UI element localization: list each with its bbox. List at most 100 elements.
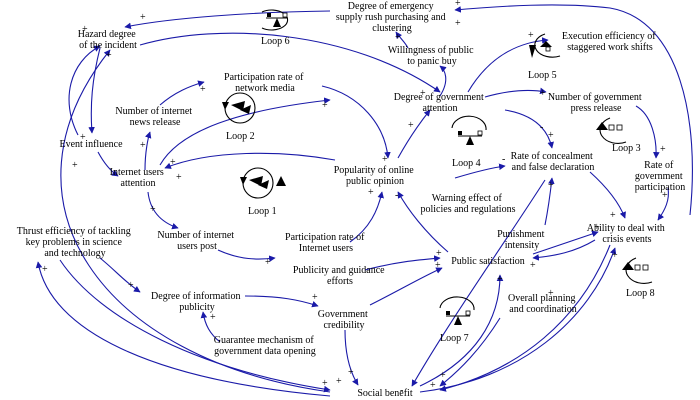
polarity-sign: +: [530, 260, 536, 271]
polarity-sign: +: [140, 12, 146, 23]
edge-crisis-to-satisfaction: [532, 239, 596, 261]
edge-hazard-to-event: [88, 47, 101, 134]
edge-panic-to-emergency: [395, 31, 409, 49]
loop-label: Loop 6: [261, 36, 290, 47]
polarity-sign: +: [368, 187, 374, 198]
polarity-sign: +: [497, 274, 503, 285]
polarity-sign: +: [435, 260, 441, 271]
polarity-sign: +: [420, 88, 426, 99]
polarity-sign: +: [660, 144, 666, 155]
polarity-sign: +: [322, 100, 328, 111]
edge-guarantee-to-info-publicity: [200, 311, 221, 343]
edge-users-attention-to-social: [159, 97, 331, 166]
loop-4: Loop 4: [451, 115, 487, 169]
edges: [35, 4, 693, 397]
edge-concealment-to-social: [411, 179, 546, 387]
edge-hazard-to-gov-attention: [139, 32, 441, 93]
loop-label: Loop 2: [226, 131, 255, 142]
edge-popularity-to-users-attention: [164, 152, 336, 169]
polarity-sign: +: [336, 376, 342, 387]
edge-social-to-hazard: [60, 49, 331, 393]
edge-social-to-thrust: [35, 261, 331, 397]
polarity-sign: +: [348, 367, 354, 378]
node-event-influence: Event influence: [59, 139, 123, 150]
edge-gov-attention-to-press: [484, 87, 547, 98]
edge-punishment-to-concealment: [544, 177, 555, 226]
polarity-sign: +: [382, 154, 388, 165]
loop-label: Loop 3: [612, 143, 641, 154]
edge-news-to-media: [159, 80, 205, 106]
reinforcing-cycle-icon: [222, 92, 256, 124]
loop-3: Loop 3: [596, 117, 641, 154]
edge-event-to-users-attention: [97, 151, 119, 177]
polarity-sign: +: [395, 32, 401, 43]
reinforcing-icon: [622, 257, 653, 284]
edge-satisfaction-to-crisis: [532, 230, 599, 255]
node-publicity-guidance: Publicity and guidance efforts: [293, 265, 387, 287]
node-gov-press: Number of government press release: [548, 92, 644, 114]
node-participation-internet: Participation rate of Internet users: [285, 232, 367, 254]
edge-emergency-to-hazard: [124, 10, 331, 30]
edge-media-to-popularity: [321, 85, 391, 159]
node-thrust-efficiency: Thrust efficiency of tackling key proble…: [17, 226, 133, 259]
balancing-scale-icon: [451, 115, 487, 145]
polarity-sign: +: [200, 84, 206, 95]
node-concealment-rate: Rate of concealment and false declaratio…: [511, 151, 596, 173]
loop-5: Loop 5: [528, 33, 561, 81]
node-hazard-degree: Hazard degree of the incident: [78, 29, 139, 51]
polarity-sign: +: [106, 50, 112, 61]
polarity-sign: -: [502, 154, 505, 165]
polarity-sign: +: [455, 0, 461, 9]
node-public-satisfaction: Public satisfaction: [451, 256, 525, 267]
polarity-sign: +: [322, 378, 328, 389]
polarity-sign: -: [400, 385, 403, 396]
node-participation-media: Participation rate of network media: [224, 72, 306, 94]
node-gov-credibility: Government credibility: [318, 309, 371, 331]
edge-credibility-to-satisfaction: [369, 267, 443, 306]
polarity-sign: +: [176, 172, 182, 183]
edge-users-attention-to-post: [147, 191, 179, 230]
node-warning-effect: Warning effect of policies and regulatio…: [421, 193, 516, 215]
edge-popularity-to-gov-attention: [397, 109, 431, 159]
edge-publicity-to-satisfaction: [364, 255, 441, 271]
node-internet-users-attention: Internet users attention: [110, 167, 167, 189]
node-overall-planning: Overall planning and coordination: [508, 293, 578, 315]
polarity-sign: +: [82, 24, 88, 35]
loop-label: Loop 7: [440, 333, 469, 344]
polarity-sign: +: [408, 120, 414, 131]
polarity-sign: -: [395, 190, 398, 201]
node-social-benefit: Social benefit: [357, 388, 412, 399]
edge-concealment-to-crisis: [589, 171, 626, 219]
polarity-sign: +: [548, 180, 554, 191]
polarity-sign: +: [265, 257, 271, 268]
polarity-sign: +: [128, 280, 134, 291]
balancing-scale-icon: [261, 9, 289, 31]
polarity-sign: +: [610, 210, 616, 221]
reinforcing-cycle-icon: [240, 167, 286, 199]
edge-gov-attention-to-panic: [439, 65, 447, 97]
node-internet-users-post: Number of internet users post: [157, 230, 236, 252]
polarity-sign: +: [548, 288, 554, 299]
polarity-sign: +: [528, 30, 534, 41]
node-info-publicity: Degree of information publicity: [151, 291, 243, 313]
polarity-sign: +: [170, 157, 176, 168]
loop-label: Loop 1: [248, 206, 277, 217]
node-guarantee-mechanism: Guarantee mechanism of government data o…: [214, 335, 316, 357]
edge-thrust-to-info-publicity: [99, 257, 141, 293]
polarity-sign: +: [436, 248, 442, 259]
polarity-sign: +: [80, 132, 86, 143]
polarity-sign: +: [72, 160, 78, 171]
node-internet-news: Number of internet news release: [115, 106, 194, 128]
node-exec-efficiency: Execution efficiency of staggered work s…: [562, 31, 658, 53]
polarity-sign: +: [548, 130, 554, 141]
edge-gov-attention-to-exec: [467, 37, 549, 93]
node-crisis-ability: Ability to deal with crisis events: [587, 223, 668, 245]
loop-label: Loop 5: [528, 70, 557, 81]
polarity-sign: +: [210, 312, 216, 323]
edge-event-to-hazard: [68, 45, 101, 136]
edge-post-to-participation-internet: [217, 249, 276, 262]
node-emergency-supply: Degree of emergency supply rush purchasi…: [336, 1, 448, 34]
node-popularity-opinion: Popularity of online public opinion: [334, 165, 417, 187]
